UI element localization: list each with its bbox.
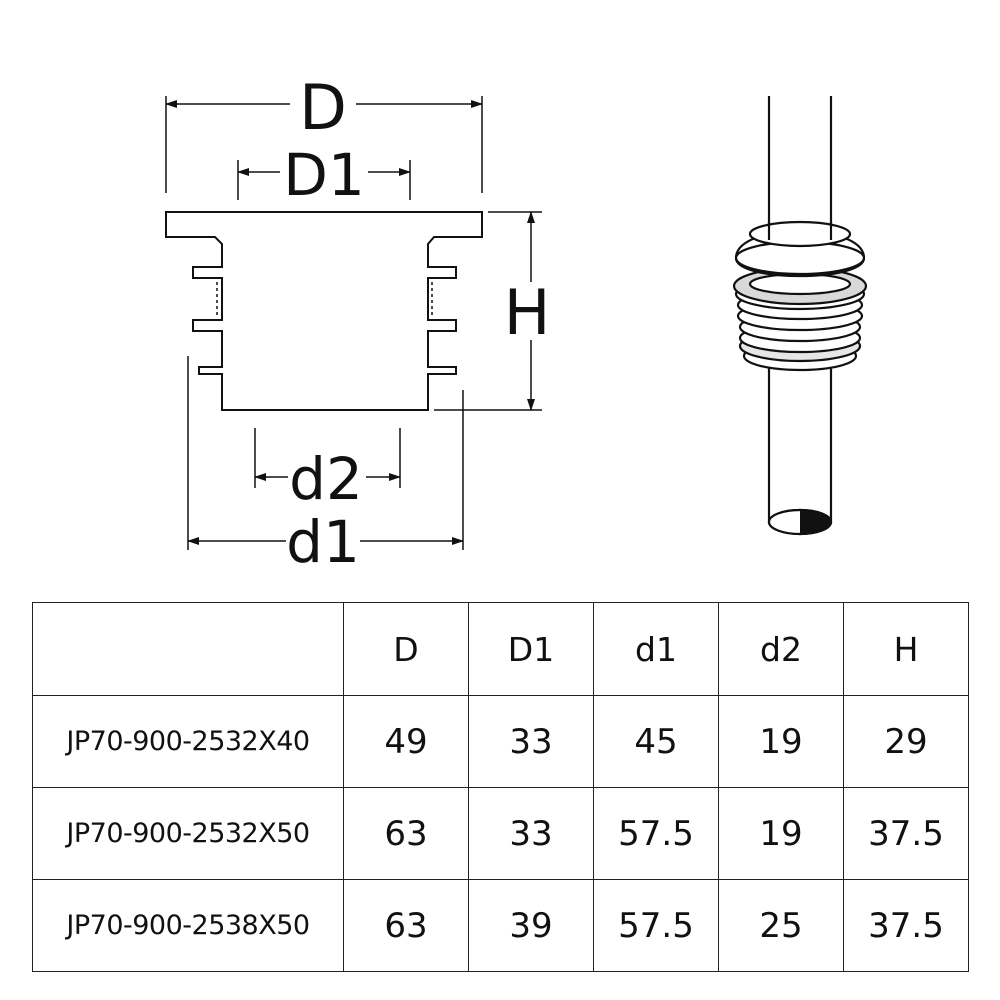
model-cell: JP70-900-2532X50 xyxy=(32,787,344,880)
spec-table: D D1 d1 d2 H JP70-900-2532X40 49 33 45 1… xyxy=(32,602,969,972)
header-D1: D1 xyxy=(468,602,594,696)
label-D1: D1 xyxy=(283,141,365,209)
section-hatching xyxy=(216,282,433,316)
table-row: JP70-900-2532X50 63 33 57.5 19 37.5 xyxy=(32,787,969,880)
extension-lines xyxy=(165,96,542,550)
header-H: H xyxy=(843,602,969,696)
value-d1: 57.5 xyxy=(593,787,719,880)
value-D1: 33 xyxy=(468,787,594,880)
header-blank xyxy=(32,602,344,696)
value-D: 63 xyxy=(343,879,469,972)
table-header-row: D D1 d1 d2 H xyxy=(32,602,969,696)
label-d2: d2 xyxy=(289,445,363,513)
value-d2: 25 xyxy=(718,879,844,972)
label-D: D xyxy=(299,71,347,144)
label-H: H xyxy=(504,276,551,349)
header-d2: d2 xyxy=(718,602,844,696)
header-d1: d1 xyxy=(593,602,719,696)
model-cell: JP70-900-2538X50 xyxy=(32,879,344,972)
value-D: 49 xyxy=(343,695,469,788)
value-D1: 39 xyxy=(468,879,594,972)
header-D: D xyxy=(343,602,469,696)
value-H: 29 xyxy=(843,695,969,788)
table-row: JP70-900-2538X50 63 39 57.5 25 37.5 xyxy=(32,879,969,972)
value-d1: 45 xyxy=(593,695,719,788)
value-D: 63 xyxy=(343,787,469,880)
dimension-lines xyxy=(165,100,535,545)
value-H: 37.5 xyxy=(843,879,969,972)
cross-section-outline xyxy=(165,211,483,411)
value-d1: 57.5 xyxy=(593,879,719,972)
value-H: 37.5 xyxy=(843,787,969,880)
value-d2: 19 xyxy=(718,787,844,880)
pipe-fitting-illustration xyxy=(732,96,868,536)
value-D1: 33 xyxy=(468,695,594,788)
label-d1: d1 xyxy=(286,508,360,576)
model-cell: JP70-900-2532X40 xyxy=(32,695,344,788)
value-d2: 19 xyxy=(718,695,844,788)
dimension-drawing: D D1 H d2 d1 xyxy=(165,71,868,576)
table-row: JP70-900-2532X40 49 33 45 19 29 xyxy=(32,695,969,788)
